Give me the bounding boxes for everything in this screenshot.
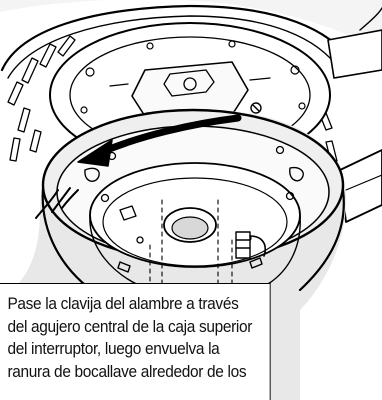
instruction-line-4: ranura de bocallave alrededor de los xyxy=(7,361,247,381)
rotation-arrow-icon xyxy=(77,114,242,167)
instruction-line-3: del interruptor, luego envuelva la xyxy=(7,339,220,358)
instruction-caption: Pase la clavija del alambre a través del… xyxy=(0,283,271,400)
switch-housing-ring xyxy=(0,108,347,400)
wire-plug-icon xyxy=(235,231,266,259)
brand-script-mark xyxy=(35,187,79,219)
instruction-line-2: del agujero central de la caja superior xyxy=(7,316,253,336)
instruction-line-1: Pase la clavija del alambre a través xyxy=(7,294,239,313)
